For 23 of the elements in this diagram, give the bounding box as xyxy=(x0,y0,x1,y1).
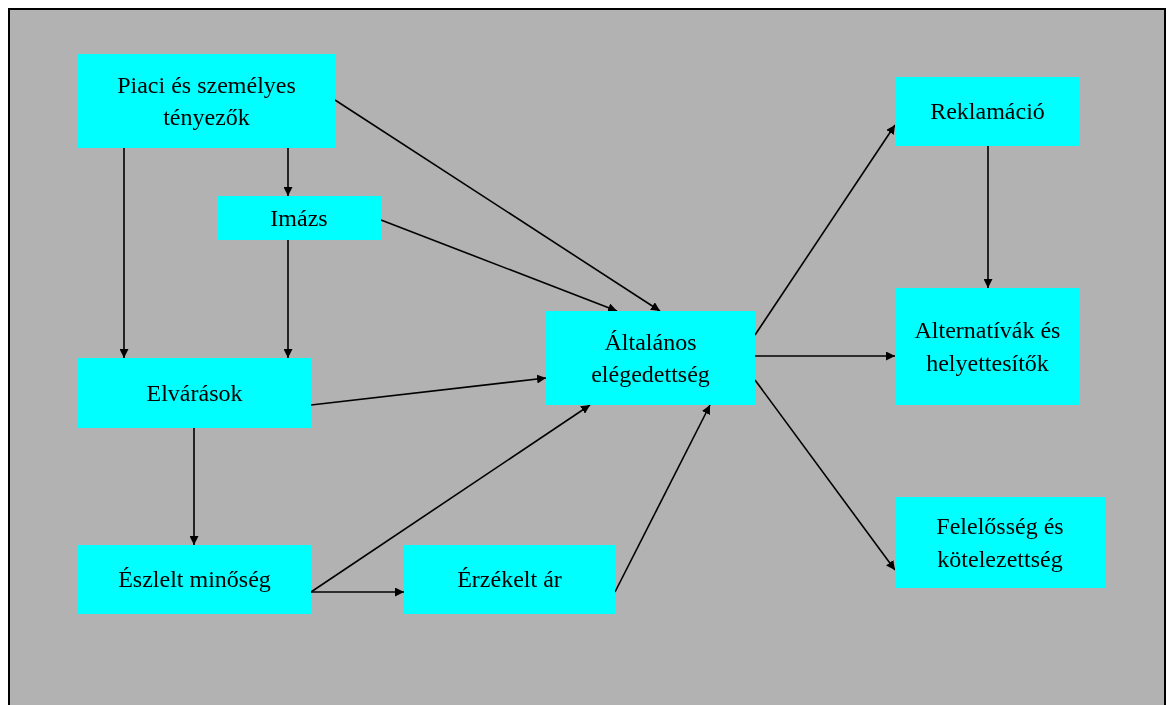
arrow xyxy=(119,147,129,359)
arrow xyxy=(614,404,711,593)
process-box: Reklamáció xyxy=(895,77,1080,146)
process-box: Imázs xyxy=(217,196,381,240)
process-box: Felelősség és kötelezettség xyxy=(895,497,1105,588)
process-box: Piaci és személyes tényezők xyxy=(78,54,335,148)
arrow xyxy=(754,379,896,571)
arrow xyxy=(283,147,293,197)
process-box: Érzékelt ár xyxy=(404,545,615,614)
arrow xyxy=(334,99,661,312)
process-box: Észlelt minőség xyxy=(78,545,311,614)
arrow xyxy=(310,374,547,406)
arrow xyxy=(310,404,591,593)
arrow xyxy=(754,351,896,361)
process-box: Általános elégedettség xyxy=(546,311,755,405)
process-box: Alternatívák és helyettesítők xyxy=(895,288,1080,405)
arrow xyxy=(380,219,618,312)
process-box: Elvárások xyxy=(78,358,311,428)
arrow xyxy=(189,427,199,546)
arrow xyxy=(754,124,896,336)
arrow xyxy=(310,587,405,597)
arrow xyxy=(983,145,993,289)
arrow xyxy=(283,239,293,359)
